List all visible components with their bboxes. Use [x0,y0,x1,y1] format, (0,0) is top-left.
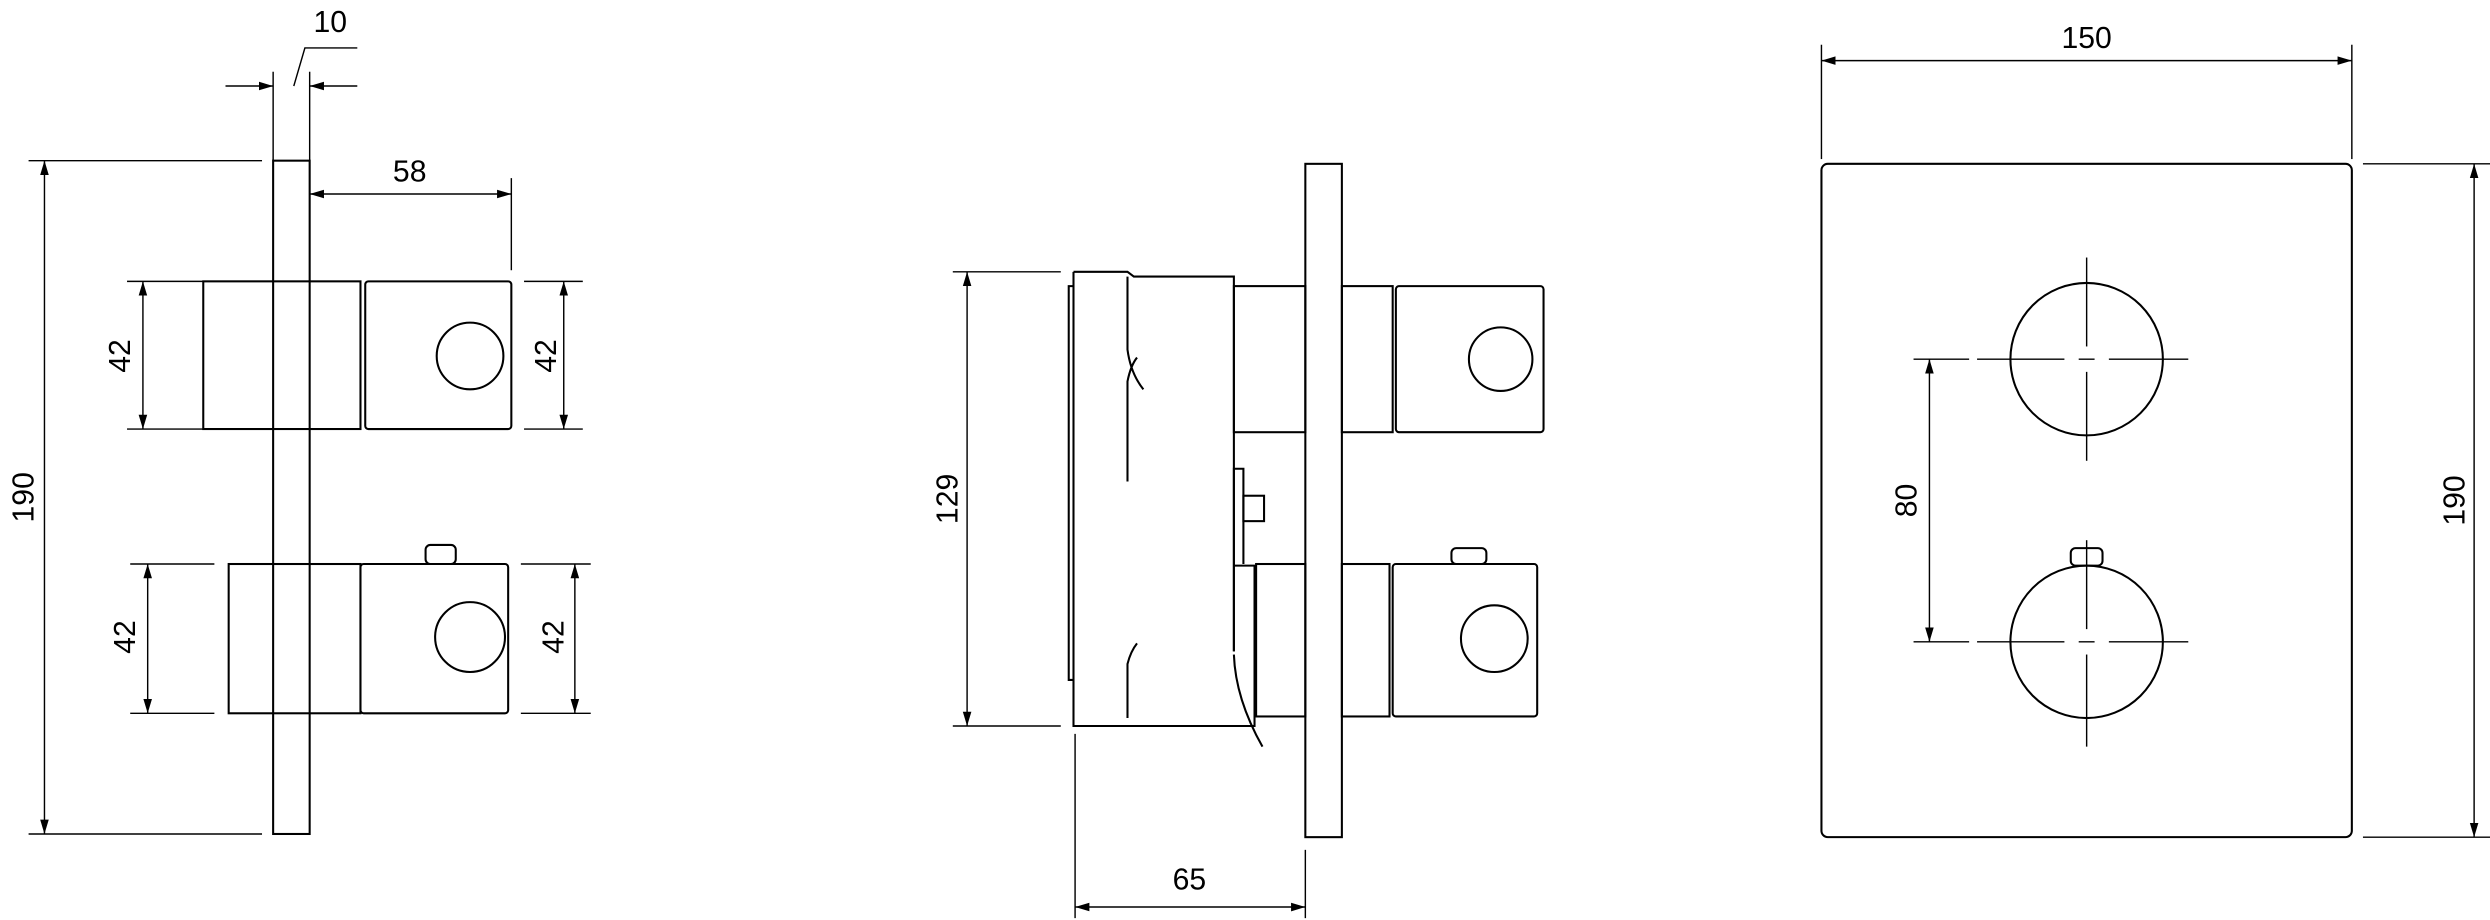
dim-knob-bottom-left: 42 [109,620,142,654]
lock-button [424,543,457,566]
dim-body-depth: 65 [1173,864,1207,897]
cover-plate [1304,162,1343,839]
dim-front-height: 190 [2439,475,2472,525]
cover-plate [1820,162,2353,839]
dim-body-height: 129 [932,474,965,524]
knob-bottom-back [227,562,362,715]
section-view: 129 65 [932,162,1545,919]
knob-top-back [202,280,362,431]
screw [1242,494,1266,523]
dim-knob-spacing: 80 [1891,484,1924,518]
dim-plate-thickness: 10 [314,6,348,39]
knob-top [364,280,513,431]
knob-bottom [1391,562,1539,718]
dim-knob-bottom-right: 42 [538,620,571,654]
valve-body [1067,270,1256,728]
side-view: 10 58 42 42 42 42 190 [7,6,591,836]
dim-knob-top-left: 42 [104,339,137,373]
dim-knob-depth: 58 [393,155,427,188]
center-crosshairs [1977,257,2189,747]
dim-knob-top-right: 42 [530,339,563,373]
knob-top [1394,285,1545,434]
dim-width: 150 [2061,22,2111,55]
dim-height: 190 [7,472,40,522]
cover-plate [272,159,311,836]
front-view: 150 190 80 [1820,22,2490,839]
lock-button [1450,547,1488,566]
